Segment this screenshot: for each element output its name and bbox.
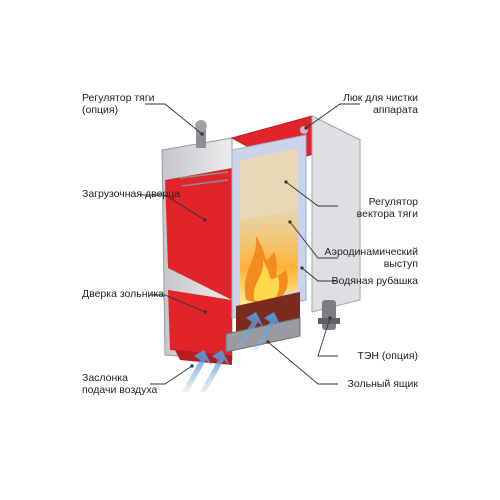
label-draft-regulator-line1: Регулятор тяги — [82, 92, 155, 104]
label-cleaning-hatch-line2: аппарата — [372, 104, 418, 116]
label-aero-ledge-line1: Аэродинамический — [324, 246, 418, 258]
label-air-damper: Заслонка подачи воздуха — [82, 372, 157, 396]
label-draft-vector-regulator: Регулятор вектора тяги — [357, 196, 418, 220]
leader-lines — [140, 103, 360, 385]
label-air-damper-line2: подачи воздуха — [82, 384, 158, 396]
label-aero-ledge: Аэродинамический выступ — [324, 246, 418, 270]
label-ash-door: Дверка зольника — [82, 288, 165, 300]
label-air-damper-line1: Заслонка — [82, 372, 128, 384]
label-cleaning-hatch-line1: Люк для чистки — [343, 92, 418, 104]
boiler-right-side — [311, 115, 361, 313]
ash-door — [168, 290, 232, 355]
label-water-jacket: Водяная рубашка — [331, 275, 418, 287]
label-ash-box: Зольный ящик — [347, 378, 418, 390]
boiler-left-side — [161, 137, 233, 365]
label-loading-door: Загрузочная дверца — [82, 188, 181, 200]
flame-icon — [244, 236, 288, 306]
label-draft-regulator-line2: (опция) — [82, 104, 119, 116]
draft-regulator-icon — [195, 120, 207, 148]
loading-door — [165, 168, 232, 300]
label-draft-vector-line2: вектора тяги — [356, 208, 418, 220]
label-heating-element: ТЭН (опция) — [357, 350, 418, 362]
leader-dots — [190, 126, 332, 368]
label-cleaning-hatch: Люк для чистки аппарата — [343, 92, 418, 116]
air-flow-arrows-icon — [182, 312, 282, 392]
label-aero-ledge-line2: выступ — [383, 258, 418, 270]
label-draft-vector-line1: Регулятор — [368, 196, 418, 208]
label-draft-regulator: Регулятор тяги (опция) — [82, 92, 155, 116]
